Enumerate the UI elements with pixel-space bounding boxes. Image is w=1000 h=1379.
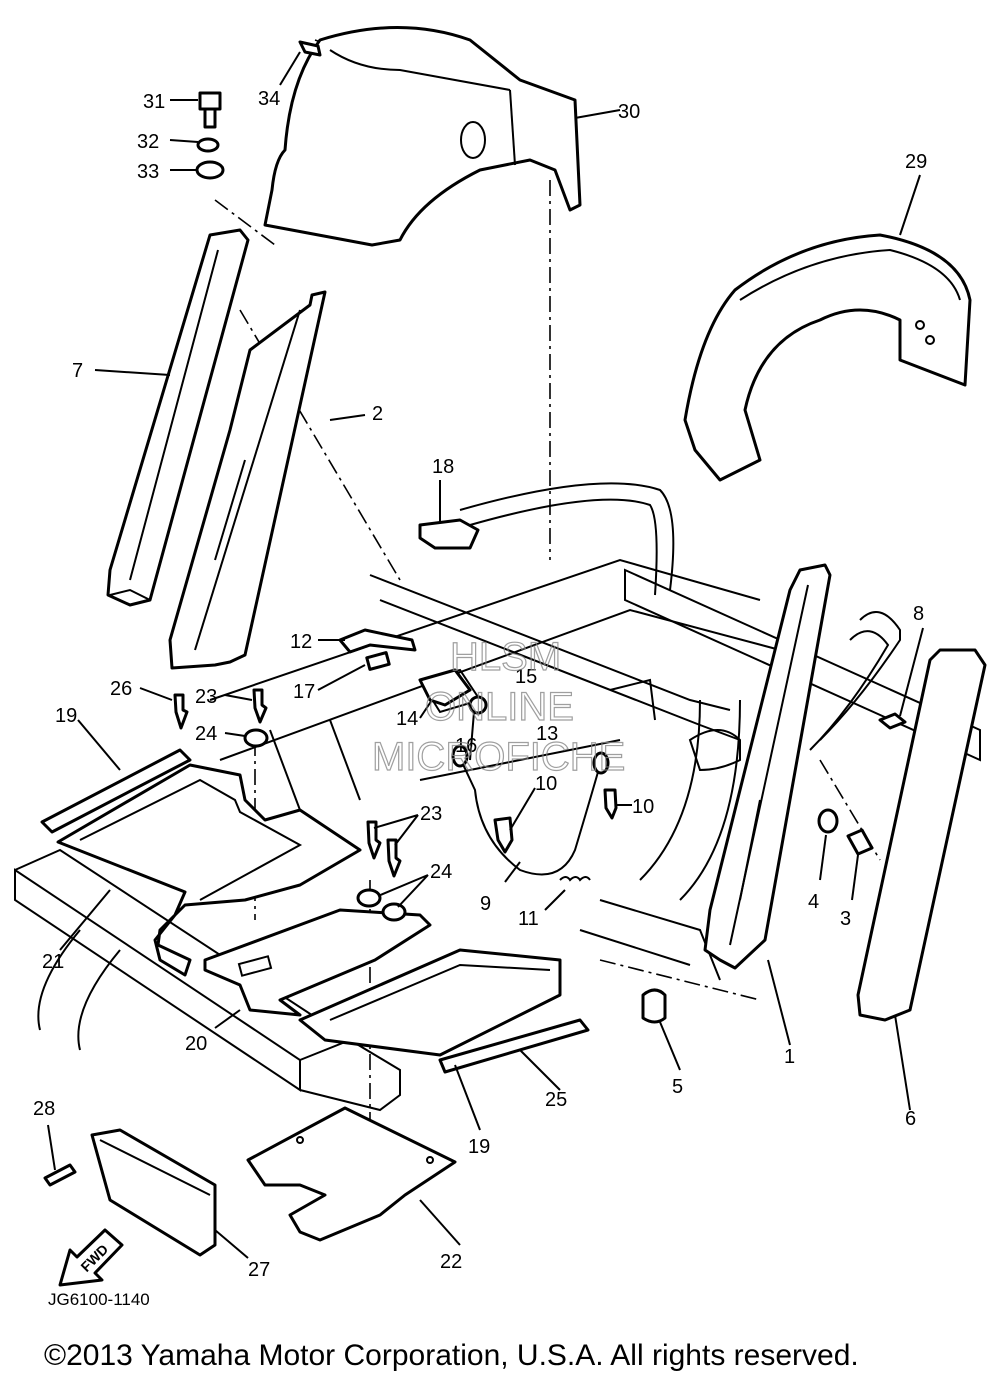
part-24-grommet (243, 728, 269, 748)
part-9-cable (459, 757, 601, 876)
part-28-rivet (43, 1163, 77, 1187)
watermark-line-1: HLSM (450, 635, 561, 679)
label-6: 6 (905, 1108, 916, 1130)
part-25-strip (438, 1018, 590, 1074)
part-30-left-fender (263, 26, 582, 247)
part-11-spring (559, 876, 591, 882)
label-24: 24 (195, 723, 217, 745)
label-20: 20 (185, 1033, 207, 1055)
label-21: 21 (42, 951, 64, 973)
watermark-line-3: MICROFICHE (372, 735, 625, 779)
watermark: HLSM ONLINE MICROFICHE (371, 634, 626, 779)
vehicle-frame (14, 482, 981, 1112)
label-23: 23 (195, 686, 217, 708)
label-23b: 23 (420, 803, 442, 825)
part-34-rivet (298, 40, 322, 57)
label-4: 4 (808, 891, 819, 913)
label-30: 30 (618, 101, 640, 123)
label-10: 10 (535, 773, 557, 795)
label-25: 25 (545, 1089, 567, 1111)
part-26-rivet (173, 693, 189, 730)
part-19-upper-strip (40, 748, 192, 834)
part-23-rivet (252, 688, 268, 724)
label-19: 19 (55, 705, 77, 727)
part-21-floor-mat (56, 763, 362, 977)
label-15: 15 (515, 666, 537, 688)
copyright-notice: ©2013 Yamaha Motor Corporation, U.S.A. A… (44, 1339, 859, 1372)
fwd-arrow: FWD (58, 1228, 124, 1287)
label-8: 8 (913, 603, 924, 625)
label-11: 11 (518, 908, 539, 930)
label-12: 12 (290, 631, 312, 653)
part-6-side-cover (856, 648, 987, 1022)
label-19b: 19 (468, 1136, 490, 1158)
label-22: 22 (440, 1251, 462, 1273)
part-27-panel (90, 1128, 217, 1257)
label-2: 2 (372, 403, 383, 425)
part-16-knob (468, 695, 488, 715)
part-25-floor-tray (298, 948, 562, 1057)
label-16: 16 (455, 735, 477, 757)
part-5-grommet (641, 988, 667, 1024)
label-10b: 10 (632, 796, 654, 818)
label-7: 7 (72, 360, 83, 382)
watermark-line-2: ONLINE (425, 685, 574, 729)
leader-lines (47, 51, 924, 1259)
part-8-rivet (878, 712, 907, 730)
label-18: 18 (432, 456, 454, 478)
part-3-bolt (846, 828, 874, 856)
part-14-latch (418, 668, 472, 707)
label-13: 13 (536, 723, 558, 745)
label-27: 27 (248, 1259, 270, 1281)
fasteners (43, 40, 907, 1187)
drawing-code: JG6100-1140 (48, 1290, 150, 1309)
label-29: 29 (905, 151, 927, 173)
part-32-washer (196, 137, 220, 153)
part-31-bolt (198, 91, 222, 111)
label-3: 3 (840, 908, 851, 930)
part-17-pad (365, 651, 391, 671)
label-5: 5 (672, 1076, 683, 1098)
label-32: 32 (137, 131, 159, 153)
label-28: 28 (33, 1098, 55, 1120)
label-33: 33 (137, 161, 159, 183)
label-1: 1 (784, 1046, 795, 1068)
label-24b: 24 (430, 861, 452, 883)
label-14: 14 (396, 708, 418, 730)
part-labels: 31 32 33 34 30 29 7 2 18 12 17 26 23 24 … (33, 88, 927, 1281)
part-33-spacer (195, 160, 225, 180)
part-7-side-panel (106, 228, 250, 607)
part-1-side-rail (703, 563, 832, 970)
label-17: 17 (293, 681, 315, 703)
label-26: 26 (110, 678, 132, 700)
part-4-washer (817, 808, 839, 834)
label-31: 31 (143, 91, 165, 113)
part-10-rivet (493, 816, 514, 854)
part-29-right-fender (683, 233, 972, 482)
part-22-skid-plate (246, 1106, 457, 1242)
part-18-bracket (418, 518, 480, 550)
label-34: 34 (258, 88, 280, 110)
part-12-hook (338, 628, 417, 654)
label-9: 9 (480, 893, 491, 915)
